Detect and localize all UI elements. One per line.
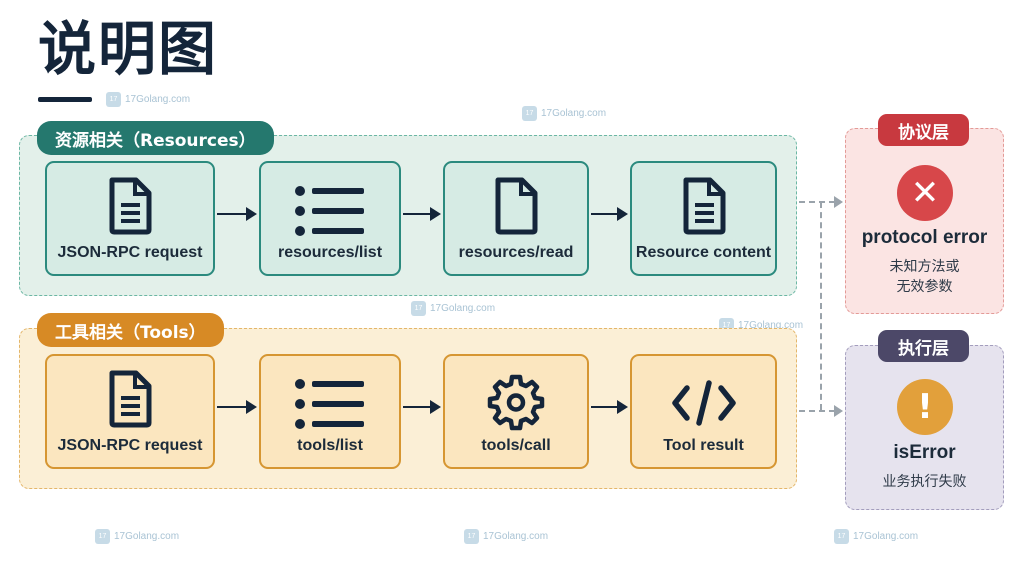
resources-node-read: resources/read <box>443 161 589 276</box>
node-label: resources/read <box>458 244 574 261</box>
node-label: resources/list <box>277 244 383 261</box>
page-title: 说明图 <box>38 15 219 83</box>
protocol-error-desc-line1: 未知方法或 <box>889 259 960 275</box>
is-error-desc: 业务执行失败 <box>882 474 967 490</box>
flow-arrow <box>591 400 628 414</box>
document-icon <box>683 177 725 235</box>
node-label: Resource content <box>635 244 772 261</box>
resources-node-request: JSON-RPC request <box>45 161 215 276</box>
resources-node-content: Resource content <box>630 161 777 276</box>
document-icon <box>109 177 152 235</box>
flow-arrow <box>591 207 628 221</box>
title-underline <box>38 97 92 102</box>
tools-node-request: JSON-RPC request <box>45 354 215 469</box>
node-label: tools/call <box>481 437 551 454</box>
flow-arrow <box>217 207 257 221</box>
tools-node-call: tools/call <box>443 354 589 469</box>
flow-arrow <box>403 400 441 414</box>
node-label: JSON-RPC request <box>57 244 203 261</box>
code-icon <box>671 380 736 426</box>
list-icon <box>295 186 364 236</box>
tools-node-result: Tool result <box>630 354 777 469</box>
protocol-error-desc-line2: 无效参数 <box>896 279 953 295</box>
flow-arrow <box>217 400 257 414</box>
watermark-logo-icon: 17 <box>834 529 849 544</box>
x-circle-icon: ✕ <box>897 165 953 221</box>
protocol-error-title: protocol error <box>861 227 988 248</box>
watermark-logo-icon: 17 <box>522 106 537 121</box>
connector-arrowhead <box>834 405 843 417</box>
file-icon <box>495 177 538 235</box>
tools-section-label: 工具相关（Tools） <box>37 313 224 347</box>
watermark-logo-icon: 17 <box>95 529 110 544</box>
exclamation-circle-icon: ! <box>897 379 953 435</box>
node-label: JSON-RPC request <box>57 437 203 454</box>
watermark-logo-icon: 17 <box>464 529 479 544</box>
resources-node-list: resources/list <box>259 161 401 276</box>
node-label: Tool result <box>663 437 744 454</box>
watermark-logo-icon: 17 <box>411 301 426 316</box>
is-error-title: isError <box>893 442 956 463</box>
node-label: tools/list <box>297 437 363 454</box>
list-icon <box>295 379 364 429</box>
protocol-layer-label: 协议层 <box>878 114 969 146</box>
gear-icon <box>487 374 545 431</box>
connector-line <box>799 201 835 203</box>
connector-line <box>799 410 835 412</box>
resources-section-label: 资源相关（Resources） <box>37 121 274 155</box>
document-icon <box>109 370 152 428</box>
flow-arrow <box>403 207 441 221</box>
execution-layer-label: 执行层 <box>878 330 969 362</box>
watermark-logo-icon: 17 <box>106 92 121 107</box>
connector-arrowhead <box>834 196 843 208</box>
protocol-layer-panel <box>845 128 1004 314</box>
tools-node-list: tools/list <box>259 354 401 469</box>
connector-line <box>820 202 822 410</box>
